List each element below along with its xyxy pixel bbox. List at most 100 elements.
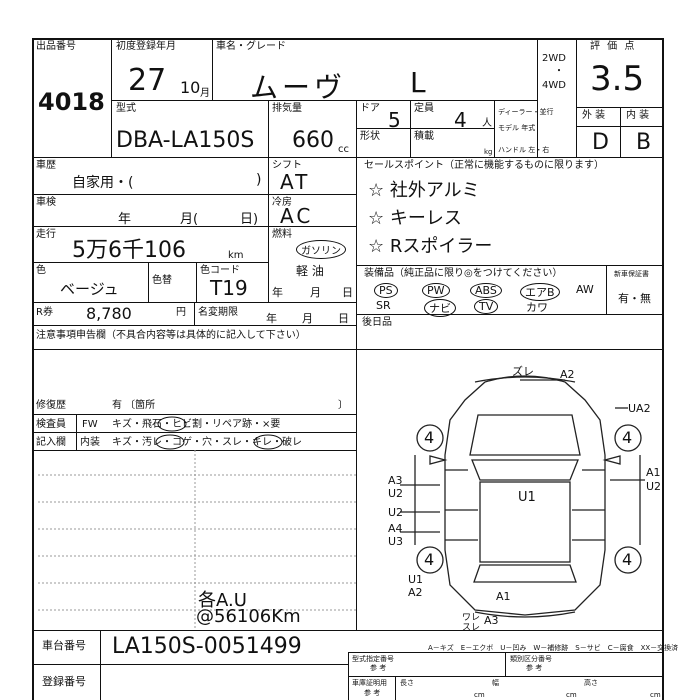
later-install-label: 後日品 bbox=[362, 317, 392, 328]
equip-tv: TV bbox=[474, 299, 499, 314]
mark-bottom-a1: A1 bbox=[496, 590, 511, 603]
recycle-unit: 円 bbox=[176, 307, 186, 318]
grid-line bbox=[576, 38, 577, 158]
grid-line bbox=[32, 630, 664, 631]
tire-rear-left: 4 bbox=[424, 550, 435, 569]
sales-points-title: セールスポイント（正常に機能するものに限ります） bbox=[364, 160, 604, 171]
outer-top-border bbox=[32, 38, 664, 40]
mark-left-u2: U2 bbox=[388, 487, 404, 500]
mark-left-u3: U3 bbox=[388, 535, 404, 548]
name-change-day2: 日 bbox=[338, 312, 349, 325]
handle-label: ハンドル 左・右 bbox=[498, 146, 550, 154]
color-change-label: 色替 bbox=[152, 275, 172, 286]
name-change-year2: 年 bbox=[266, 312, 277, 325]
ac-value: AC bbox=[280, 204, 314, 228]
color-label: 色 bbox=[36, 265, 46, 276]
ac-label: 冷房 bbox=[272, 197, 292, 208]
recycle-label: R券 bbox=[36, 307, 53, 318]
shaken-label: 車検 bbox=[36, 197, 56, 208]
model-year-label: モデル 年式 bbox=[498, 124, 536, 132]
mark-left-u2b: U2 bbox=[388, 506, 404, 519]
interior-grade: B bbox=[636, 130, 652, 155]
repair-close: 〕 bbox=[338, 400, 348, 411]
grid-line bbox=[356, 100, 357, 158]
chassis-number: LA150S-0051499 bbox=[112, 634, 302, 659]
shaken-year: 年 bbox=[118, 212, 132, 227]
grade: L bbox=[410, 66, 426, 99]
fuel-gasoline: ガソリン bbox=[296, 240, 346, 259]
name-change-year: 年 bbox=[272, 286, 283, 299]
capacity-label: 定員 bbox=[414, 103, 434, 114]
mark-left-a4: A4 bbox=[388, 522, 403, 535]
exterior-label: 外 装 bbox=[582, 110, 606, 121]
grid-line bbox=[100, 630, 101, 700]
equip-navi: ナビ bbox=[424, 299, 456, 317]
grid-line bbox=[348, 676, 664, 677]
name-change-day: 日 bbox=[342, 286, 353, 299]
capacity-unit: 人 bbox=[482, 118, 492, 129]
tire-rear-right: 4 bbox=[622, 550, 633, 569]
score: 3.5 bbox=[590, 59, 645, 99]
drive-4wd: 4WD bbox=[542, 80, 566, 91]
exterior-grade: D bbox=[592, 130, 609, 155]
tire-front-left: 4 bbox=[424, 428, 435, 447]
equip-ps: PS bbox=[374, 283, 398, 298]
mark-top-sure: ズレ bbox=[512, 365, 534, 378]
first-registration-year: 27 bbox=[128, 63, 167, 98]
grid-line bbox=[356, 349, 357, 630]
car-name-label: 車名・グレード bbox=[216, 41, 286, 52]
grid-line bbox=[356, 314, 664, 315]
length-unit: cm bbox=[474, 691, 485, 699]
class-number-sub: 参 考 bbox=[526, 664, 543, 672]
damage-legend: A－キズ E－エクボ U－凹み W－補修跡 S－サビ C－腐食 XX－交換済 bbox=[428, 644, 679, 652]
grid-line bbox=[32, 262, 268, 263]
memo-note-line1: 各A.U bbox=[198, 590, 247, 611]
name-change-month: 月 bbox=[310, 286, 321, 299]
height-unit: cm bbox=[650, 691, 661, 699]
history-value: 自家用・( bbox=[72, 175, 134, 191]
grid-line bbox=[32, 349, 356, 350]
name-change-label: 名変期限 bbox=[198, 307, 238, 318]
color-value: ベージュ bbox=[60, 280, 119, 298]
grid-line bbox=[148, 262, 149, 302]
displacement-label: 排気量 bbox=[272, 103, 302, 114]
first-registration-month: 10 bbox=[180, 78, 201, 97]
shift-label: シフト bbox=[272, 160, 302, 171]
model-code: DBA-LA150S bbox=[116, 128, 255, 153]
mark-bottom-ware: ワレ bbox=[462, 613, 481, 623]
mark-bottom-sure: スレ bbox=[462, 623, 481, 633]
fw-items: キズ・飛石・ヒビ割・リペア跡・×要 bbox=[112, 419, 281, 430]
mark-left-a3: A3 bbox=[388, 474, 403, 487]
height-label: 高さ bbox=[584, 679, 598, 687]
garage-cert-sub: 参 考 bbox=[364, 689, 381, 697]
grid-line bbox=[356, 157, 357, 349]
color-code: T19 bbox=[210, 276, 248, 300]
outer-left-border bbox=[32, 38, 34, 700]
grid-line bbox=[268, 157, 269, 302]
capacity-value: 4 bbox=[454, 108, 467, 132]
tire-front-right: 4 bbox=[622, 428, 633, 447]
lot-label: 出品番号 bbox=[36, 41, 76, 52]
repair-value: 有 〔箇所 bbox=[112, 400, 156, 411]
grid-line bbox=[111, 100, 537, 101]
history-label: 車歴 bbox=[36, 160, 56, 171]
grid-line bbox=[212, 38, 213, 100]
interior-check-items: キズ・汚レ・コゲ・穴・スレ・キレ・破レ bbox=[112, 437, 302, 448]
interior-label: 内 装 bbox=[626, 110, 650, 121]
grid-line bbox=[268, 226, 356, 227]
equip-aw: AW bbox=[576, 283, 594, 296]
grid-line bbox=[268, 194, 356, 195]
shape-label: 形状 bbox=[360, 131, 380, 142]
grid-line bbox=[356, 265, 664, 266]
grid-line bbox=[32, 414, 356, 415]
load-unit: kg bbox=[484, 148, 493, 156]
mileage-unit: km bbox=[228, 250, 244, 261]
grid-line bbox=[356, 349, 664, 350]
sales-point-2: ☆ キーレス bbox=[368, 208, 462, 229]
grid-line bbox=[32, 325, 356, 326]
mark-right-a1: A1 bbox=[646, 466, 661, 479]
grid-line bbox=[348, 652, 664, 653]
inspector-label: 検査員 bbox=[36, 419, 66, 430]
month-unit: 月 bbox=[200, 88, 210, 99]
grid-line bbox=[494, 100, 495, 158]
